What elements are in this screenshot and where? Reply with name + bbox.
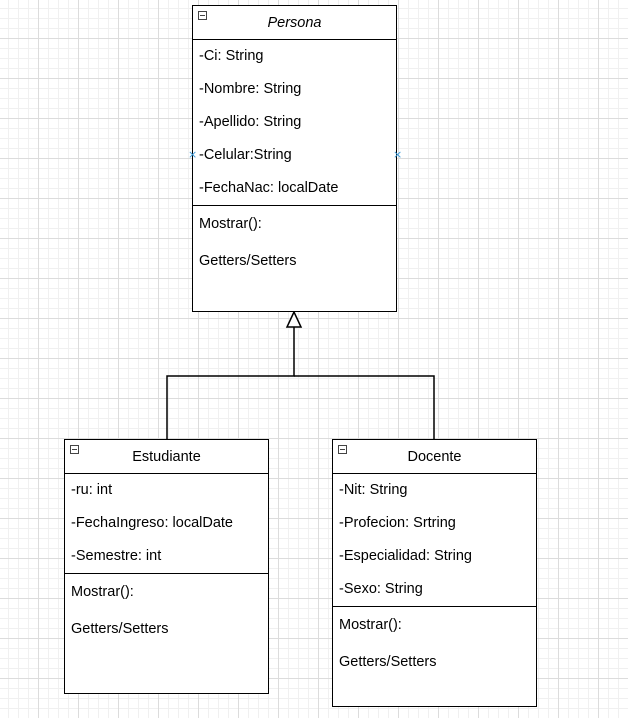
class-docente-methods: Mostrar(): Getters/Setters: [333, 607, 536, 681]
attribute-fechaingreso[interactable]: -FechaIngreso: localDate: [71, 515, 233, 531]
attribute-ci[interactable]: -Ci: String: [199, 48, 264, 64]
method-getters-setters[interactable]: Getters/Setters: [199, 253, 297, 269]
attribute-celular[interactable]: -Celular:String: [199, 147, 292, 163]
collapse-icon[interactable]: [198, 11, 207, 20]
inheritance-arrowhead: [285, 310, 303, 328]
class-estudiante-name: Estudiante: [132, 448, 201, 465]
collapse-icon[interactable]: [70, 445, 79, 454]
class-persona-header[interactable]: Persona: [193, 6, 396, 40]
inheritance-edge-estudiante[interactable]: [166, 327, 295, 439]
attribute-sexo[interactable]: -Sexo: String: [339, 581, 423, 597]
attribute-semestre[interactable]: -Semestre: int: [71, 548, 162, 564]
class-docente-header[interactable]: Docente: [333, 440, 536, 474]
method-getters-setters[interactable]: Getters/Setters: [71, 621, 169, 637]
method-getters-setters[interactable]: Getters/Setters: [339, 654, 437, 670]
class-persona[interactable]: Persona -Ci: String -Nombre: String -Ape…: [192, 5, 397, 312]
method-mostrar[interactable]: Mostrar():: [339, 617, 402, 633]
attribute-profecion[interactable]: -Profecion: Srtring: [339, 515, 456, 531]
method-mostrar[interactable]: Mostrar():: [199, 216, 262, 232]
class-estudiante-attributes: -ru: int -FechaIngreso: localDate -Semes…: [65, 474, 268, 574]
class-estudiante-header[interactable]: Estudiante: [65, 440, 268, 474]
class-docente[interactable]: Docente -Nit: String -Profecion: Srtring…: [332, 439, 537, 707]
class-persona-name: Persona: [267, 14, 322, 31]
class-persona-attributes: -Ci: String -Nombre: String -Apellido: S…: [193, 40, 396, 206]
attribute-nit[interactable]: -Nit: String: [339, 482, 408, 498]
class-estudiante-methods: Mostrar(): Getters/Setters: [65, 574, 268, 648]
attribute-nombre[interactable]: -Nombre: String: [199, 81, 302, 97]
collapse-icon[interactable]: [338, 445, 347, 454]
connection-point-left-icon[interactable]: ×: [188, 148, 198, 161]
class-docente-name: Docente: [407, 448, 462, 465]
connection-point-right-icon[interactable]: ×: [393, 148, 403, 161]
class-persona-methods: Mostrar(): Getters/Setters: [193, 206, 396, 280]
attribute-fechanac[interactable]: -FechaNac: localDate: [199, 180, 339, 196]
class-estudiante[interactable]: Estudiante -ru: int -FechaIngreso: local…: [64, 439, 269, 694]
method-mostrar[interactable]: Mostrar():: [71, 584, 134, 600]
class-docente-attributes: -Nit: String -Profecion: Srtring -Especi…: [333, 474, 536, 607]
attribute-ru[interactable]: -ru: int: [71, 482, 113, 498]
inheritance-edge-docente[interactable]: [294, 375, 435, 439]
attribute-especialidad[interactable]: -Especialidad: String: [339, 548, 472, 564]
attribute-apellido[interactable]: -Apellido: String: [199, 114, 302, 130]
